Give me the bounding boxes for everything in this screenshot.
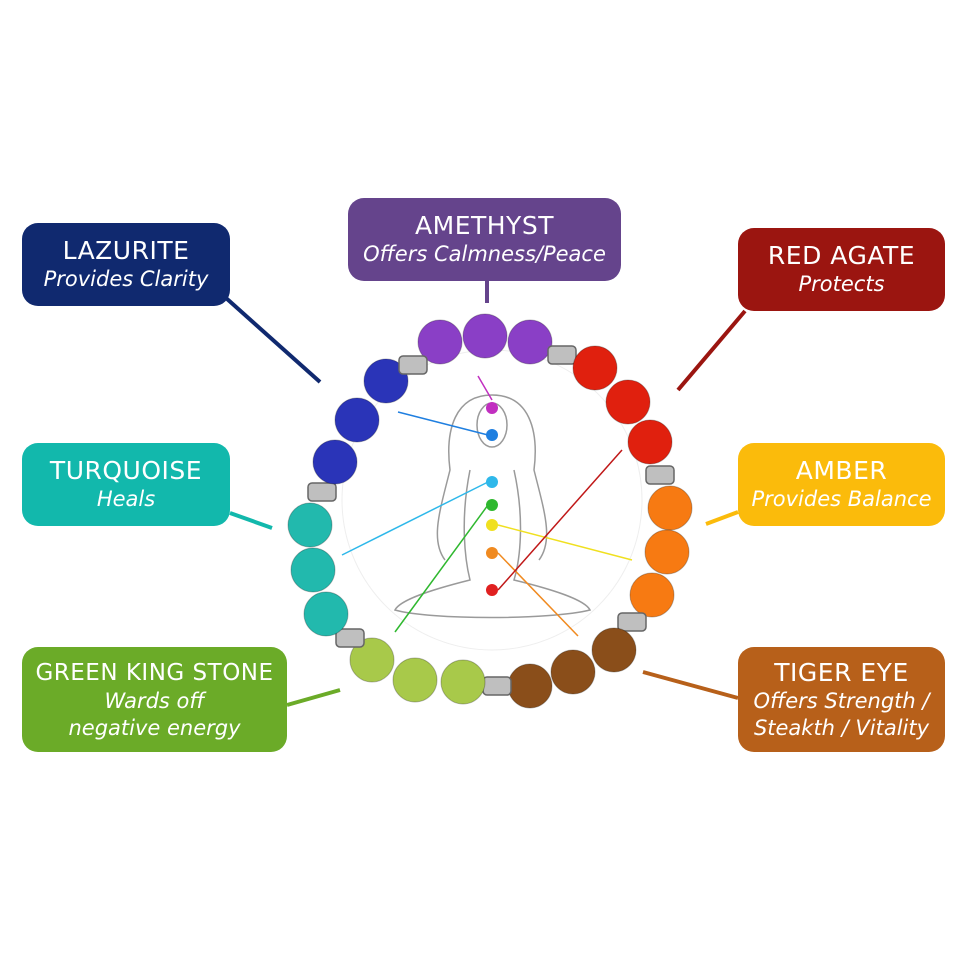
bead [417, 319, 463, 365]
turquoise-label: TURQUOISE Heals [22, 443, 230, 526]
bead [629, 572, 675, 618]
bead [507, 663, 553, 709]
stone-desc: Protects [798, 272, 885, 296]
chakra-dot [486, 547, 498, 559]
bead [572, 345, 618, 391]
stone-name: RED AGATE [767, 241, 916, 270]
metal-spacer [617, 612, 647, 632]
stone-desc-line2: negative energy [68, 715, 241, 740]
lazurite-label: LAZURITE Provides Clarity [22, 223, 230, 306]
bead [627, 419, 673, 465]
stone-desc-line1: Wards off [104, 688, 205, 713]
amethyst-label: AMETHYST Offers Calmness/Peace [348, 198, 621, 281]
bead [287, 502, 333, 548]
metal-spacer [482, 676, 512, 696]
stone-desc: Provides Balance [751, 487, 932, 511]
chakra-pointer-line [497, 524, 633, 561]
bead [349, 637, 395, 683]
chakra-dot [486, 429, 498, 441]
stone-desc: Offers Calmness/Peace [363, 242, 606, 266]
bead [550, 649, 596, 695]
chakra-dot [486, 476, 498, 488]
bead [462, 313, 508, 359]
stone-name: GREEN KING STONE [35, 659, 274, 686]
callout-lines [224, 281, 747, 707]
stone-name: TIGER EYE [774, 657, 909, 687]
chakra-pointer-line [477, 375, 493, 401]
metal-spacer [645, 465, 675, 485]
metal-spacer [398, 355, 428, 375]
chakra-pointer-line [341, 481, 489, 556]
bead [605, 379, 651, 425]
chakra-dot [486, 519, 498, 531]
chakra-pointer-line [394, 504, 489, 633]
stone-name: AMETHYST [415, 211, 554, 240]
bead [507, 319, 553, 365]
stone-name: AMBER [795, 456, 888, 485]
tiger-eye-label: TIGER EYE Offers Strength / Steakth / Vi… [738, 647, 945, 752]
metal-spacer [547, 345, 577, 365]
stone-desc-line1: Offers Strength / [753, 688, 930, 713]
bead [392, 657, 438, 703]
amber-callout-line [705, 510, 739, 526]
bead [363, 358, 409, 404]
stone-desc-line2: Steakth / Vitality [753, 715, 930, 740]
amber-label: AMBER Provides Balance [738, 443, 945, 526]
tiger-eye-callout-line [642, 670, 739, 700]
chakra-pointer-line [397, 411, 489, 436]
stone-name: LAZURITE [62, 236, 190, 265]
bead [290, 547, 336, 593]
chakra-dot [486, 402, 498, 414]
bead [334, 397, 380, 443]
bead [303, 591, 349, 637]
metal-spacer [335, 628, 365, 648]
stone-desc: Heals [96, 487, 156, 511]
green-king-stone-callout-line [286, 688, 341, 707]
metal-spacer [307, 482, 337, 502]
stone-desc: Provides Clarity [43, 267, 209, 291]
stone-name: TURQUOISE [49, 456, 203, 485]
lazurite-callout-line [224, 296, 322, 384]
red-agate-callout-line [676, 309, 747, 392]
bead [440, 659, 486, 705]
green-king-stone-label: GREEN KING STONE Wards off negative ener… [22, 647, 287, 752]
bead [312, 439, 358, 485]
chakra-pointer-line [497, 449, 623, 591]
red-agate-label: RED AGATE Protects [738, 228, 945, 311]
bead [647, 485, 693, 531]
bead [591, 627, 637, 673]
chakra-dot [486, 584, 498, 596]
chakra-dot [486, 499, 498, 511]
bead [644, 529, 690, 575]
turquoise-callout-line [229, 511, 273, 530]
chakra-pointer-line [497, 552, 579, 637]
